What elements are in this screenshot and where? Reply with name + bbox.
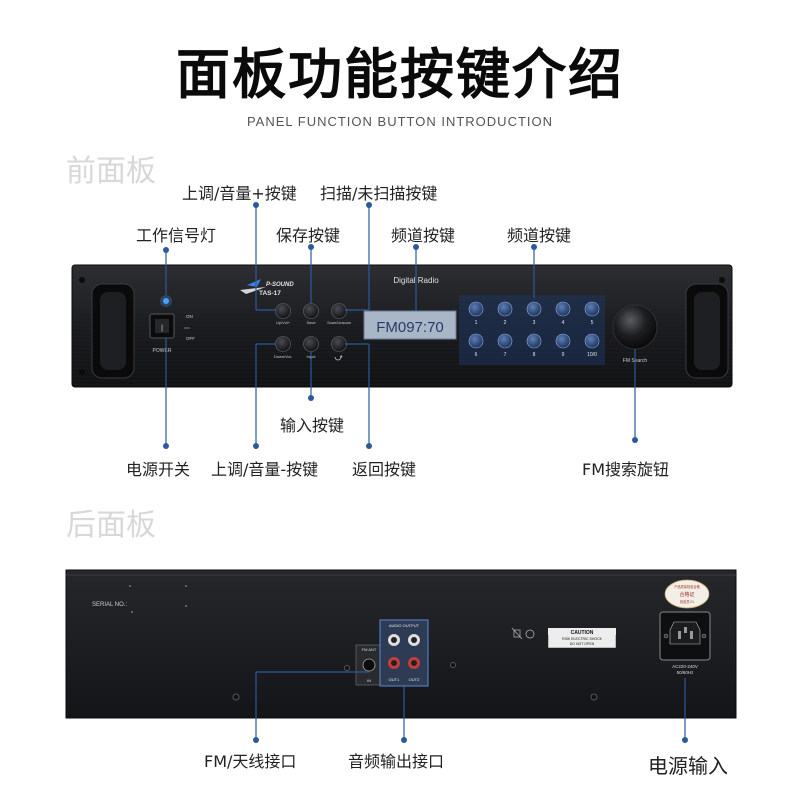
callout-back: 返回按键 bbox=[352, 460, 417, 479]
channel-button-2[interactable] bbox=[497, 301, 513, 317]
callout-scan: 扫描/未扫描按键 bbox=[320, 184, 438, 203]
callout-fm-antenna: FM/天线接口 bbox=[204, 752, 297, 771]
fm-in-label: IN bbox=[367, 678, 371, 683]
down-vol-button bbox=[275, 336, 291, 352]
back-arrow-icon bbox=[334, 356, 342, 361]
callout-power-in: 电源输入 bbox=[648, 754, 728, 778]
lcd-display bbox=[363, 310, 457, 340]
svg-text:合格证: 合格证 bbox=[679, 591, 694, 598]
work-indicator-led bbox=[163, 298, 169, 304]
up-vol-label: Up/Vol+ bbox=[276, 320, 291, 325]
channel-buttons: 1 2 3 4 5 6 7 8 9 10/0 bbox=[468, 301, 600, 358]
power-switch: | bbox=[149, 313, 190, 339]
out2-label: OUT2 bbox=[409, 677, 420, 682]
channel-button-5[interactable] bbox=[584, 301, 600, 317]
right-handle bbox=[685, 283, 729, 379]
channel-button-3[interactable] bbox=[526, 301, 542, 317]
recycle-icon bbox=[525, 629, 535, 639]
serial-label: SERIAL NO.: bbox=[92, 602, 127, 608]
callout-audio-out: 音频输出接口 bbox=[348, 752, 445, 771]
svg-text:检验员:01: 检验员:01 bbox=[680, 599, 694, 604]
down-vol-label: Down/Vol- bbox=[274, 354, 293, 359]
channel-button-6[interactable] bbox=[468, 333, 484, 349]
svg-text:AC220-240V: AC220-240V bbox=[672, 664, 698, 669]
page-title: 面板功能按键介绍 bbox=[176, 43, 624, 106]
input-button bbox=[303, 336, 319, 352]
svg-text:50/60Hz: 50/60Hz bbox=[677, 670, 695, 675]
svg-text:DO NOT OPEN: DO NOT OPEN bbox=[570, 642, 595, 646]
channel-button-1[interactable] bbox=[468, 301, 484, 317]
callout-up-vol: 上调/音量+按键 bbox=[182, 184, 297, 203]
up-vol-button bbox=[275, 303, 291, 319]
channel-button-7[interactable] bbox=[497, 333, 513, 349]
svg-text:CAUTION: CAUTION bbox=[571, 630, 594, 636]
channel-label-1: 1 bbox=[475, 320, 478, 326]
switch-off-label: OFF bbox=[186, 336, 195, 341]
channel-label-9: 9 bbox=[562, 352, 565, 358]
inspection-seal bbox=[664, 579, 710, 609]
svg-text:RISK ELECTRIC SHOCK: RISK ELECTRIC SHOCK bbox=[562, 637, 603, 641]
back-button bbox=[331, 336, 347, 352]
front-panel: | ON OFF POWER P-SOUND TAS-17 Up/Vol+ Sa… bbox=[71, 264, 733, 388]
channel-label-4: 4 bbox=[562, 320, 565, 326]
scan-button bbox=[331, 303, 347, 319]
fm-ant-label: FM ANT bbox=[362, 647, 377, 652]
callout-save: 保存按键 bbox=[276, 226, 341, 245]
rear-callout-dots bbox=[253, 737, 688, 743]
scan-label: Scan/Unscan bbox=[327, 320, 351, 325]
save-button bbox=[303, 303, 319, 319]
power-label: POWER bbox=[153, 348, 172, 354]
out1-label: OUT1 bbox=[389, 677, 400, 682]
callout-input: 输入按键 bbox=[280, 416, 345, 435]
channel-label-6: 6 bbox=[475, 352, 478, 358]
callout-down-vol: 上调/音量-按键 bbox=[211, 460, 319, 479]
rear-panel-section-label: 后面板 bbox=[66, 508, 156, 543]
rear-callout-lines bbox=[255, 671, 686, 740]
front-panel-section-label: 前面板 bbox=[66, 154, 156, 189]
callout-work-light: 工作信号灯 bbox=[136, 226, 217, 245]
left-handle bbox=[91, 283, 135, 379]
page-subtitle: PANEL FUNCTION BUTTON INTRODUCTION bbox=[246, 114, 554, 129]
callout-fm-knob: FM搜索旋钮 bbox=[582, 460, 670, 479]
callout-channel-b: 频道按键 bbox=[507, 226, 572, 245]
rear-panel: SERIAL NO.: FM ANT IN AUDIO OUTPUT OUT1 … bbox=[65, 569, 737, 719]
callout-power-switch: 电源开关 bbox=[126, 460, 191, 479]
fm-search-knob bbox=[612, 304, 658, 350]
brand-logo bbox=[240, 279, 266, 294]
audio-output-label: AUDIO OUTPUT bbox=[389, 623, 420, 628]
channel-label-5: 5 bbox=[591, 320, 594, 326]
channel-label-7: 7 bbox=[504, 352, 507, 358]
channel-button-9[interactable] bbox=[555, 333, 571, 349]
svg-text:|: | bbox=[161, 325, 163, 332]
save-label: Save bbox=[306, 320, 316, 325]
callout-channel-a: 频道按键 bbox=[391, 226, 456, 245]
channel-label-3: 3 bbox=[533, 320, 536, 326]
model-name: TAS-17 bbox=[259, 290, 281, 297]
front-callout-dots bbox=[163, 202, 638, 449]
channel-button-4[interactable] bbox=[555, 301, 571, 317]
lcd-text: FM097:70 bbox=[376, 319, 444, 336]
channel-button-10[interactable] bbox=[584, 333, 600, 349]
front-callout-lines bbox=[165, 205, 636, 446]
channel-button-8[interactable] bbox=[526, 333, 542, 349]
switch-on-label: ON bbox=[186, 314, 193, 319]
audio-output-ports bbox=[379, 619, 429, 687]
brand-name: P-SOUND bbox=[266, 282, 294, 288]
channel-label-10: 10/0 bbox=[587, 352, 597, 358]
svg-text:产品质量检验合格: 产品质量检验合格 bbox=[674, 584, 700, 589]
channel-label-2: 2 bbox=[504, 320, 507, 326]
channel-label-8: 8 bbox=[533, 352, 536, 358]
weee-icon bbox=[511, 627, 523, 640]
